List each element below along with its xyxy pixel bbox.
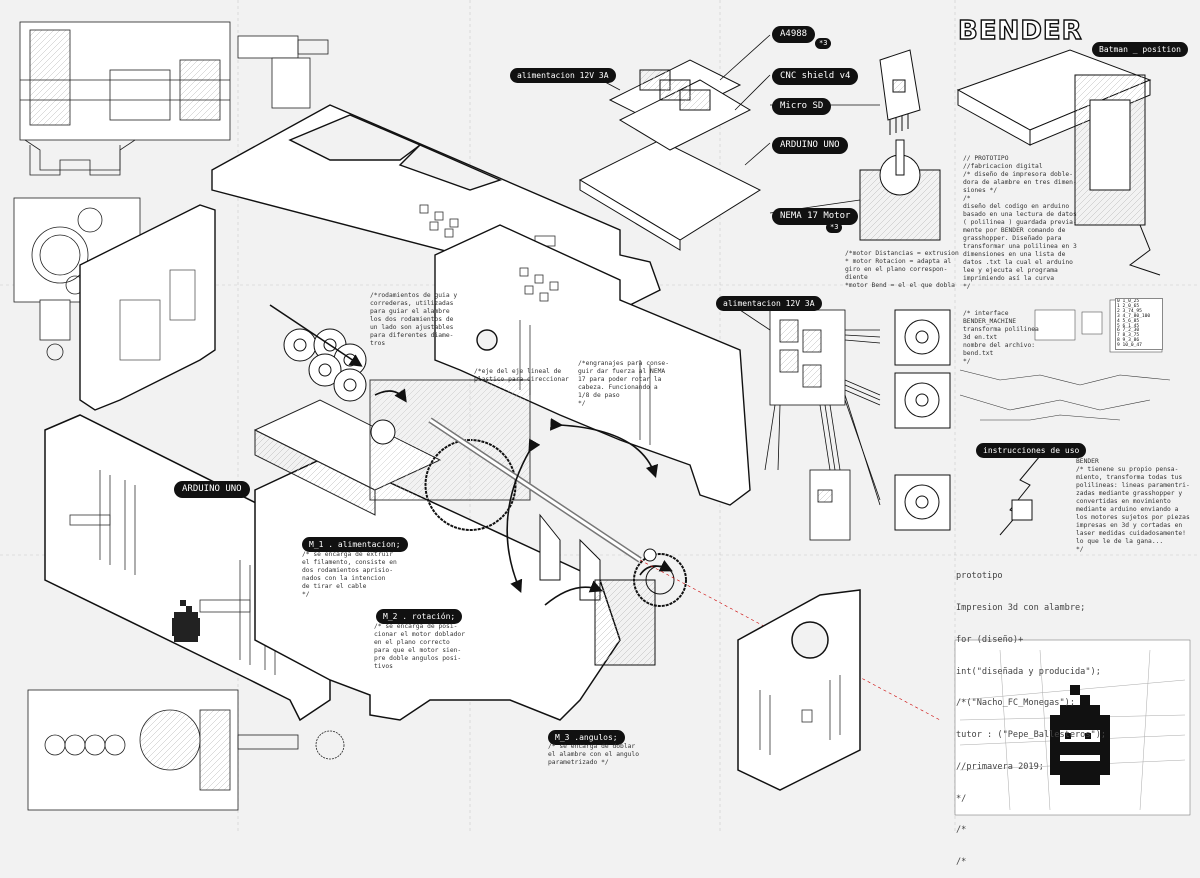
- data-list-item: 6 7_2_30: [1117, 328, 1140, 334]
- right-lower-plate: [737, 589, 861, 791]
- bottom-left-elevation: [27, 689, 345, 811]
- data-list-item: 7 8_3_75: [1117, 333, 1140, 339]
- motor-m2-tag: M_2 . rotación;: [376, 609, 463, 624]
- left-side-plate: [79, 204, 216, 411]
- credits-code-block: prototipo Impresion 3d con alambre; for …: [956, 550, 1106, 878]
- data-list-item: 4 5_6_85: [1117, 318, 1140, 324]
- microsd-board: [879, 49, 921, 135]
- gears-note: /*engranajes para conse- guir dar fuerza…: [578, 360, 669, 407]
- middle-plate: [434, 224, 751, 506]
- instructions-tag: instrucciones de uso: [976, 443, 1087, 458]
- motor-m1-description: /* se encarga de extruir el filamento, c…: [302, 551, 397, 598]
- code-line: Impresion 3d con alambre;: [956, 602, 1086, 613]
- interface-note: /* interface BENDER_MACHINE transforma p…: [963, 310, 1039, 365]
- wire-usb-illustration: [999, 449, 1046, 536]
- motor-m2-description: /* se encarga de posi- cionar el motor d…: [374, 623, 465, 670]
- bender-description-note: BENDER /* tienene su propio pensa- mient…: [1076, 458, 1190, 553]
- data-list-item: 0 1_0_25: [1117, 299, 1140, 304]
- batman-position-tag: Batman _ position: [1092, 42, 1188, 57]
- top-left-assembly-view: [13, 21, 329, 361]
- power-supply-mid-tag: alimentacion 12V 3A: [716, 296, 822, 311]
- arduino-uno-top-tag: ARDUINO UNO: [772, 137, 848, 154]
- rodamientos-note: /*rodamientos de guia y correderas, util…: [370, 292, 458, 347]
- batman-position-render: [956, 49, 1161, 276]
- project-title: BENDER: [957, 15, 1083, 46]
- code-line: for (diseño)+: [956, 634, 1024, 645]
- prototype-note: // PROTOTIPO //fabricacion digital /* di…: [963, 155, 1077, 290]
- data-list-item: 2 3_74_95: [1117, 308, 1142, 314]
- linear-axis-note: /*eje del eje lineal de plastico para di…: [474, 368, 569, 383]
- nema17-motor-top: [859, 139, 941, 241]
- data-list-item: 9 10_0_47: [1117, 343, 1142, 349]
- exploded-drawing: [0, 0, 1200, 831]
- render-panel: [954, 639, 1191, 816]
- code-line: tutor : ("Pepe_Ballesteros");: [956, 730, 1107, 741]
- data-list-item: 3 4_7_80_100: [1117, 313, 1151, 319]
- code-line: prototipo: [956, 571, 1003, 582]
- wiring-diagram: [739, 309, 881, 541]
- pixel-bender-icon-left: [172, 600, 200, 642]
- stepper-motors-right: [894, 309, 951, 531]
- nema17-qty-badge: *3: [826, 222, 843, 233]
- cnc-shield-tag: CNC shield v4: [772, 68, 859, 85]
- code-line: int("diseñada y producida");: [956, 666, 1101, 677]
- code-line: /*("Nacho_FC_Monegas");: [956, 698, 1075, 709]
- a4988-qty-badge: *3: [815, 38, 832, 49]
- microsd-tag: Micro SD: [772, 98, 832, 115]
- arduino-uno-main-tag: ARDUINO UNO: [174, 481, 250, 498]
- power-supply-top-tag: alimentacion 12V 3A: [510, 68, 616, 83]
- rotation-arrows: [269, 304, 673, 606]
- lower-left-plate: [44, 414, 331, 722]
- extruder-mechanism: [283, 328, 687, 666]
- motor-m3-description: /* se encarga de doblar el alambre con e…: [548, 743, 639, 766]
- nema17-tag: NEMA 17 Motor: [772, 208, 859, 225]
- electronics-stack: [578, 59, 762, 251]
- motor-info-note: /*motor Distancias = extrusion * motor R…: [845, 250, 959, 289]
- code-line: */: [956, 793, 967, 804]
- code-line: /*: [956, 857, 967, 868]
- data-list-item: 1 2_0_65: [1117, 303, 1140, 309]
- motor-m1-tag: M_1 . alimentacion;: [302, 537, 408, 552]
- data-list-item: 8 9_3_86: [1117, 338, 1140, 344]
- data-list-panel: 0 1_0_25 1 2_0_65 2 3_74_95 3 4_7_80_100…: [1115, 298, 1163, 350]
- code-line: //primavera 2019;: [956, 761, 1044, 772]
- pixel-bender-icon-right: [1050, 685, 1110, 785]
- motor-m3-tag: M_3 .angulos;: [548, 730, 625, 745]
- code-line: /*: [956, 825, 967, 836]
- a4988-tag: A4988: [772, 26, 816, 43]
- data-list-item: 5 6_1_45: [1117, 323, 1140, 329]
